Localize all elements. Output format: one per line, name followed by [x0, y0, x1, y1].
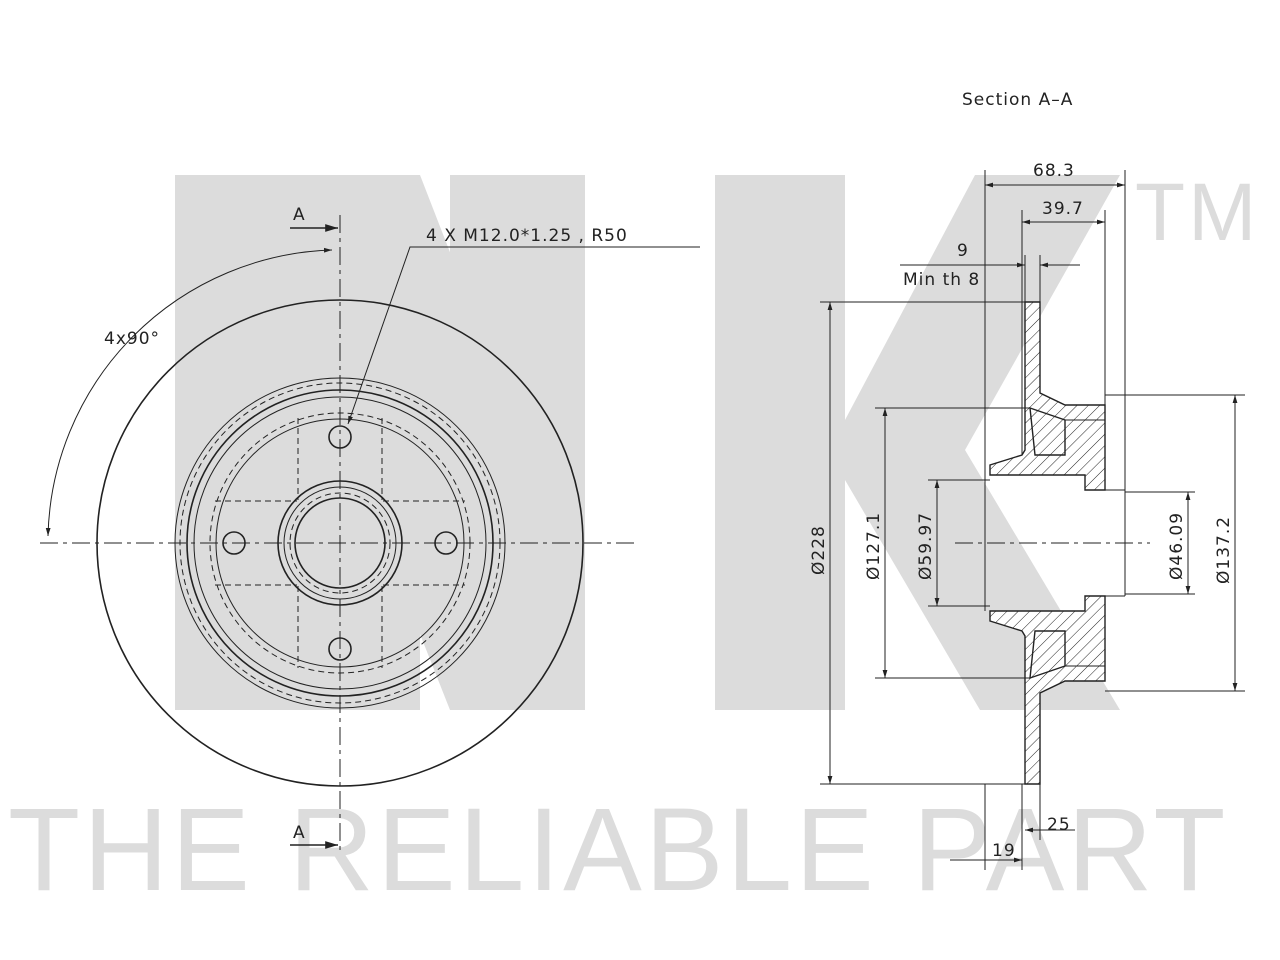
trademark-text: TM: [1135, 167, 1259, 258]
dim-137-2: Ø137.2: [1214, 516, 1234, 584]
thread-callout: 4 X M12.0*1.25 , R50: [426, 226, 628, 246]
dim-127-1: Ø127.1: [864, 512, 884, 580]
dim-19: 19: [992, 841, 1016, 861]
dim-9: 9: [957, 241, 969, 261]
front-view: [40, 215, 700, 850]
angle-label: 4x90°: [104, 329, 160, 349]
dim-39-7: 39.7: [1042, 199, 1084, 219]
dim-25: 25: [1047, 815, 1071, 835]
section-view: [820, 170, 1245, 870]
dim-68-3: 68.3: [1033, 161, 1075, 181]
thread-leader: [347, 246, 700, 425]
dim-46-09: Ø46.09: [1167, 512, 1187, 580]
section-mark-bottom: A: [293, 823, 306, 843]
tagline-text: THE RELIABLE PART: [8, 784, 1228, 916]
section-title: Section A–A: [962, 90, 1073, 110]
section-mark-top: A: [293, 205, 306, 225]
dim-min-th: Min th 8: [903, 270, 980, 290]
angle-arc: [45, 247, 333, 537]
dim-228: Ø228: [809, 525, 829, 575]
dim-59-97: Ø59.97: [916, 512, 936, 580]
